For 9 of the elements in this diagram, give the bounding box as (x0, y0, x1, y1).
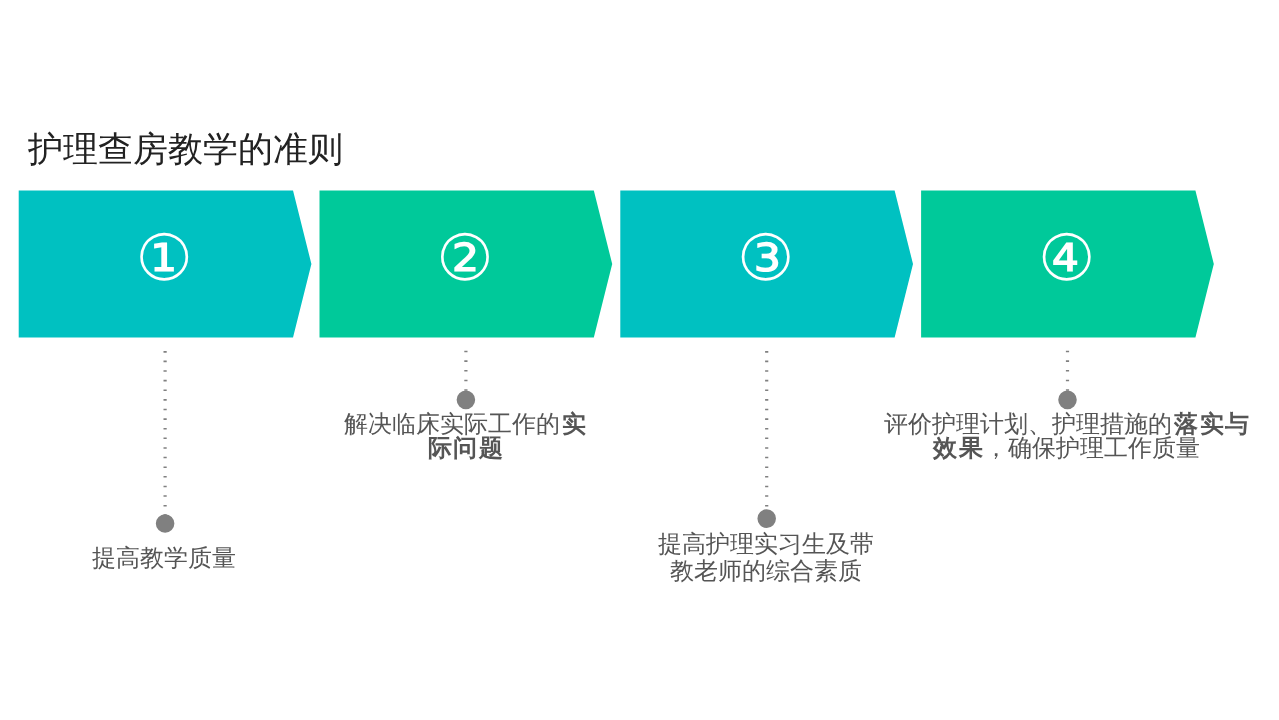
connector (757, 351, 776, 528)
node-text: 解决临床实际工作的实际问题 (344, 410, 586, 462)
diagram-title: 护理查房教学的准则 (28, 127, 344, 169)
node-text: 提高护理实习生及带教老师的综合素质 (657, 530, 874, 586)
connector (155, 351, 175, 533)
connector (456, 350, 476, 410)
connector (1058, 350, 1077, 410)
node-text: 评价护理计划、护理措施的落实与效果，确保护理工作质量 (884, 410, 1250, 462)
node-text: 提高教学质量 (92, 543, 237, 572)
